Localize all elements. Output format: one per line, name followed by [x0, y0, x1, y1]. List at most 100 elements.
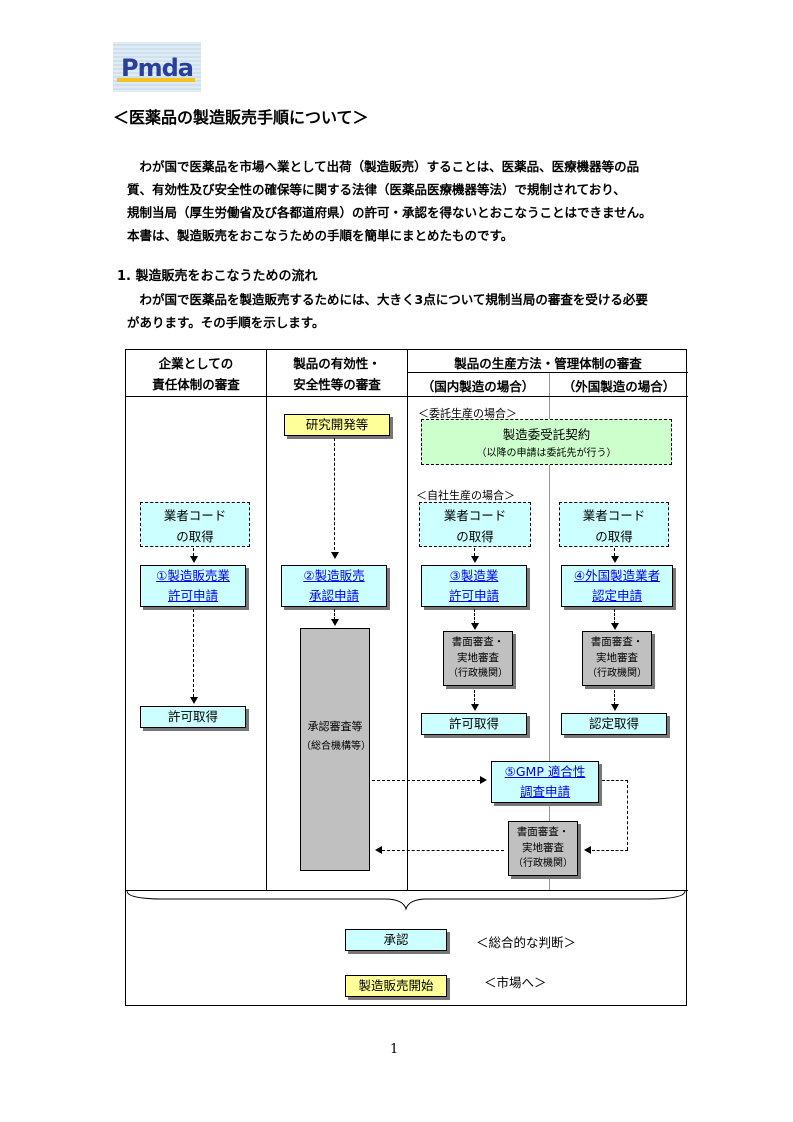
- app-foreign-box: ④外国製造業者 認定申請: [561, 565, 673, 607]
- pmda-logo: Pmda: [113, 42, 201, 92]
- dashed-connector: [614, 548, 615, 556]
- review-line: 書面審査・: [516, 826, 570, 838]
- col1-header-line: 責任体制の審査: [152, 377, 240, 392]
- brace-icon: [126, 890, 686, 911]
- dashed-connector: [372, 780, 480, 781]
- code-line: の取得: [176, 529, 214, 544]
- app-approval-link[interactable]: ②製造販売: [303, 568, 365, 583]
- dashed-connector: [474, 609, 475, 624]
- code-line: 業者コード: [582, 508, 646, 523]
- section-line: わが国で医薬品を製造販売するためには、大きく3点について規制当局の審査を受ける必…: [127, 292, 648, 307]
- app-license-link[interactable]: 許可申請: [167, 588, 218, 603]
- dashed-connector: [474, 548, 475, 556]
- foreign-review-box: 書面審査・ 実地審査 （行政機関）: [582, 631, 652, 686]
- flow-bottom-line: [126, 890, 688, 891]
- arrow-left: [584, 846, 591, 854]
- arrow-down: [190, 556, 198, 563]
- consign-box-title: 製造委受託契約: [502, 427, 591, 442]
- arrow-down: [331, 552, 339, 559]
- intro-paragraph: わが国で医薬品を市場へ業として出荷（製造販売）することは、医薬品、医療機器等の品…: [127, 155, 687, 247]
- app-foreign-link[interactable]: ④外国製造業者: [573, 568, 661, 583]
- logo-text: Pmda: [121, 54, 194, 82]
- app-foreign-link[interactable]: 認定申請: [591, 588, 642, 603]
- section-paragraph: わが国で医薬品を製造販売するためには、大きく3点について規制当局の審査を受ける必…: [127, 288, 687, 334]
- col1-header: 企業としての 責任体制の審査: [126, 353, 266, 395]
- arrow-down: [471, 623, 479, 630]
- review-line: 実地審査: [457, 652, 499, 664]
- review-line: 実地審査: [596, 652, 638, 664]
- col2-header: 製品の有効性・ 安全性等の審査: [267, 353, 407, 395]
- gmp-box: ⑤GMP 適合性 調査申請: [491, 761, 599, 803]
- col3-sub-foreign: （外国製造の場合）: [562, 379, 676, 394]
- page-number: 1: [390, 1042, 399, 1057]
- dashed-connector: [592, 850, 628, 851]
- consign-box-note: （以降の申請は委託先が行う）: [476, 448, 617, 459]
- dashed-connector: [334, 609, 335, 620]
- research-box: 研究開発等: [284, 414, 390, 436]
- app-license-box: ①製造販売業 許可申請: [140, 565, 246, 607]
- app-license-link[interactable]: ①製造販売業: [156, 568, 230, 583]
- intro-line: わが国で医薬品を市場へ業として出荷（製造販売）することは、医薬品、医療機器等の品: [127, 159, 640, 174]
- review-line: （行政機関）: [448, 668, 508, 679]
- domestic-review-box: 書面審査・ 実地審査 （行政機関）: [443, 631, 513, 686]
- code-line: の取得: [595, 529, 633, 544]
- section-heading: 1. 製造販売をおこなうための流れ: [117, 269, 318, 284]
- certification-box: 認定取得: [561, 713, 667, 735]
- review-line: 書面審査・: [590, 636, 644, 648]
- col3-header: 製品の生産方法・管理体制の審査: [454, 356, 642, 371]
- permit-box: 許可取得: [140, 706, 246, 728]
- dashed-connector: [193, 548, 194, 556]
- section-line: があります。その手順を示します。: [127, 315, 325, 330]
- dashed-connector: [334, 438, 335, 550]
- code-line: の取得: [456, 529, 494, 544]
- dashed-connector: [382, 850, 504, 851]
- review-line: （行政機関）: [587, 668, 647, 679]
- page-title: ＜医薬品の製造販売手順について＞: [113, 108, 369, 127]
- logo-bar: [117, 78, 195, 82]
- dashed-connector: [602, 780, 628, 781]
- review-line: （行政機関）: [513, 858, 573, 869]
- consign-note: ＜委託生産の場合＞: [418, 407, 517, 420]
- arrow-down: [611, 623, 619, 630]
- app-approval-link[interactable]: 承認申請: [308, 588, 359, 603]
- app-manufacturing-box: ③製造業 許可申請: [421, 565, 527, 607]
- column-divider: [549, 372, 550, 890]
- consign-contract-box: 製造委受託契約 （以降の申請は委託先が行う）: [421, 419, 672, 465]
- code-line: 業者コード: [443, 508, 507, 523]
- arrow-right: [480, 776, 487, 784]
- col2-header-line: 安全性等の審査: [293, 377, 381, 392]
- col2-header-line: 製品の有効性・: [293, 356, 381, 371]
- gmp-review-box: 書面審査・ 実地審査 （行政機関）: [508, 821, 578, 876]
- approval-review-line: （総合機構等）: [301, 741, 371, 752]
- gmp-link[interactable]: 調査申請: [519, 784, 570, 799]
- business-code-box: 業者コード の取得: [419, 502, 531, 547]
- header-bottom: [126, 396, 688, 397]
- column-divider: [266, 350, 267, 890]
- arrow-down: [611, 704, 619, 711]
- code-line: 業者コード: [163, 508, 227, 523]
- intro-line: 本書は、製造販売をおこなうための手順を簡単にまとめたものです。: [127, 228, 514, 243]
- app-manufacturing-link[interactable]: ③製造業: [449, 568, 499, 583]
- arrow-down: [471, 704, 479, 711]
- dashed-connector: [193, 609, 194, 697]
- col3-sub-domestic: （国内製造の場合）: [421, 379, 535, 394]
- arrow-down: [471, 556, 479, 563]
- approval-review-line: 承認審査等: [307, 720, 363, 733]
- review-line: 書面審査・: [451, 636, 505, 648]
- start-note: ＜市場へ＞: [484, 975, 547, 990]
- dashed-connector: [627, 780, 628, 850]
- approval-review-box: 承認審査等 （総合機構等）: [300, 628, 371, 871]
- header-divider: [407, 372, 688, 373]
- review-line: 実地審査: [522, 842, 564, 854]
- dashed-connector: [614, 690, 615, 705]
- start-box: 製造販売開始: [345, 975, 447, 997]
- intro-line: 規制当局（厚生労働省及び各都道府県）の許可・承認を得ないとおこなうことはできませ…: [127, 205, 652, 220]
- dashed-connector: [614, 609, 615, 624]
- app-approval-box: ②製造販売 承認申請: [281, 565, 387, 607]
- dashed-connector: [474, 690, 475, 705]
- self-note: ＜自社生産の場合＞: [416, 489, 515, 502]
- business-code-box: 業者コード の取得: [559, 502, 669, 547]
- approval-note: ＜総合的な判断＞: [476, 935, 577, 950]
- gmp-link[interactable]: ⑤GMP 適合性: [504, 764, 586, 779]
- app-manufacturing-link[interactable]: 許可申請: [448, 588, 499, 603]
